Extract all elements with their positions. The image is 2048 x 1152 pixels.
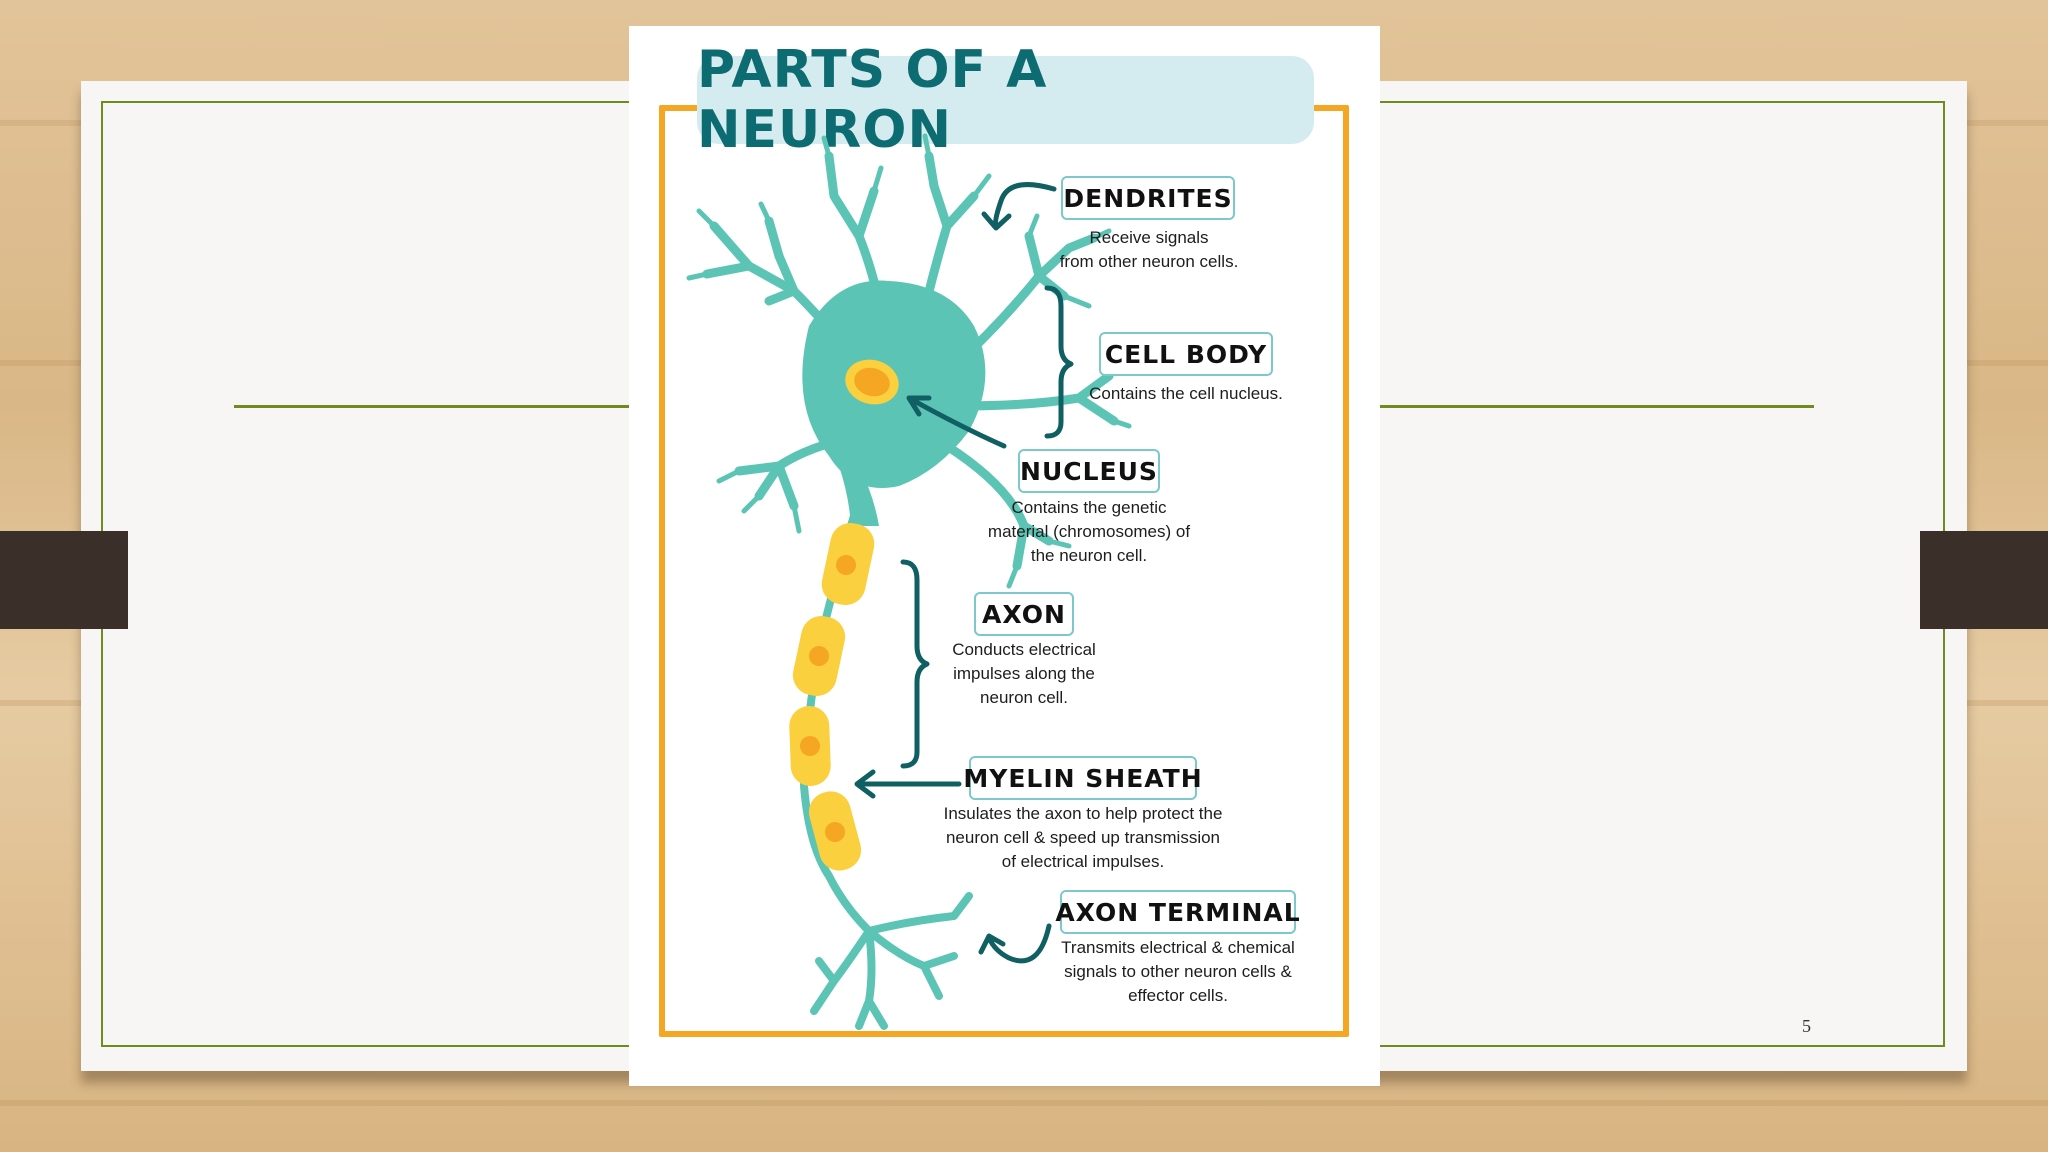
nucleus [845,359,899,405]
poster-title: PARTS OF A NEURON [697,40,1048,160]
label-axon-terminal: AXON TERMINAL [1055,890,1300,934]
binder-clip-left [0,531,128,629]
neuron-cell [686,133,1132,1030]
myelin-arrow [854,769,962,799]
page-number: 5 [1802,1016,1811,1036]
desc-dendrites: Receive signals from other neuron cells. [1059,228,1239,271]
axon-brace [900,559,930,769]
desc-cell-body: Contains the cell nucleus. [1089,384,1283,403]
dendrites-arrow [981,182,1057,231]
label-nucleus: NUCLEUS [1018,449,1160,493]
title-banner: PARTS OF A NEURON [697,40,1314,160]
axon-hillock [839,466,879,526]
label-axon: AXON [974,592,1074,636]
desc-nucleus: Contains the genetic material (chromosom… [987,498,1191,565]
axon-terminal-arrow [978,923,1052,964]
neuron-diagram [686,133,1132,1030]
slide-rule-right [1378,405,1814,408]
desc-axon-terminal: Transmits electrical & chemical signals … [1061,938,1295,1005]
myelin-sheath [789,523,875,871]
axon-terminal-branches [810,892,973,1030]
neuron-poster: PARTS OF A NEURON [629,26,1380,1086]
desc-axon: Conducts electrical impulses along the n… [952,640,1096,707]
slide-rule-left [234,405,634,408]
pointer-arrows [854,182,1074,964]
dendrite-branches [702,151,1119,571]
binder-clip-right [1920,531,2048,629]
nucleus-arrow [906,395,1007,449]
cell-body-brace [1044,285,1074,439]
label-dendrites: DENDRITES [1061,176,1235,220]
desc-myelin-sheath: Insulates the axon to help protect the n… [943,804,1223,871]
label-cell-body: CELL BODY [1099,332,1273,376]
label-myelin-sheath: MYELIN SHEATH [963,756,1202,800]
